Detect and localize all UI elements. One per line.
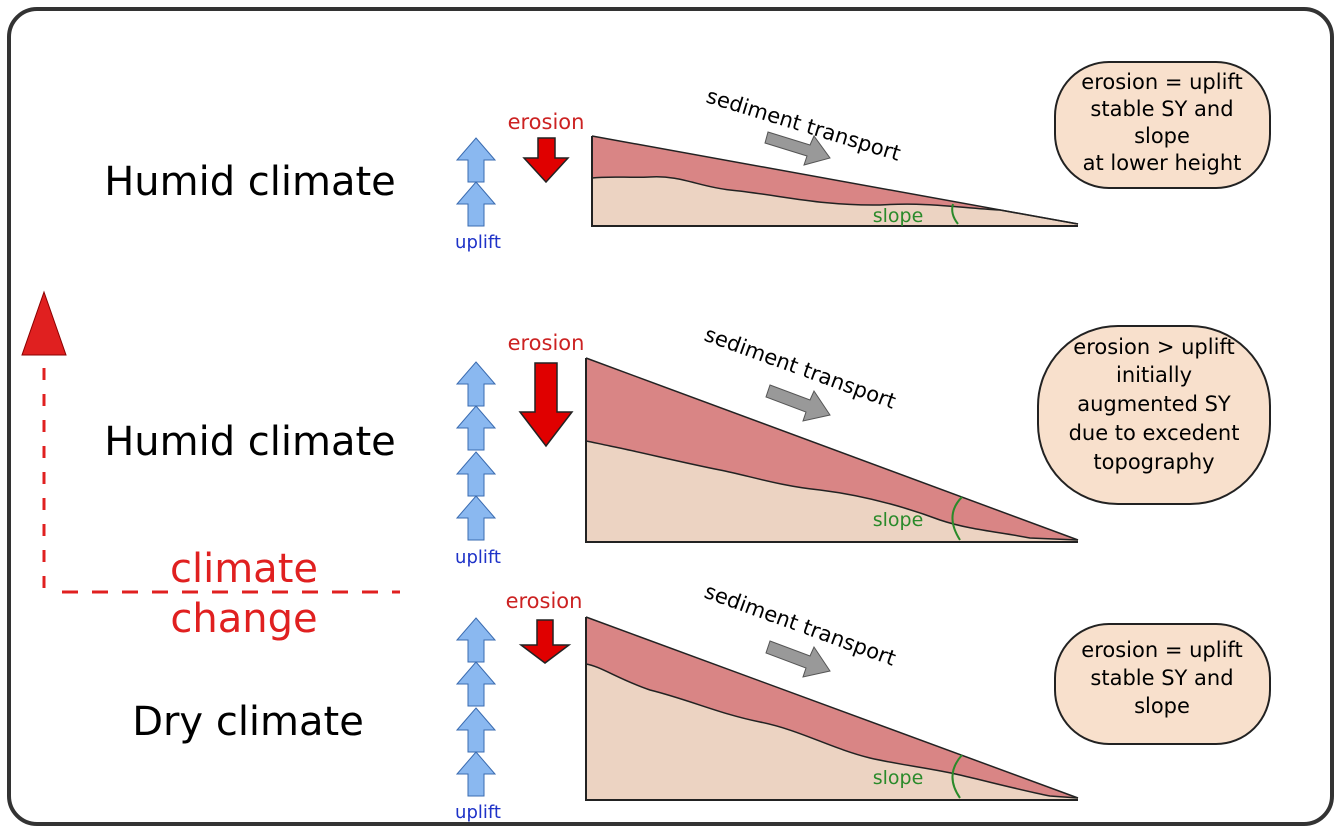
slope-angle-arc [951, 754, 963, 799]
uplift-label: uplift [455, 547, 501, 568]
uplift-label: uplift [455, 232, 501, 253]
summary-line: erosion = uplift [1081, 70, 1242, 94]
summary-line: erosion = uplift [1081, 638, 1242, 662]
summary-bubble [1037, 325, 1271, 505]
summary-line: slope [1134, 124, 1190, 148]
summary-line: initially [1116, 363, 1192, 387]
erosion-arrow-icon [518, 619, 572, 664]
slope-angle-arc [951, 496, 963, 541]
profile-axes [591, 136, 1078, 227]
summary-line: slope [1134, 694, 1190, 718]
summary-bubble [1054, 623, 1271, 745]
summary-line: erosion > uplift [1073, 335, 1234, 359]
erosion-arrow-icon [518, 362, 574, 448]
summary-bubble [1054, 61, 1271, 189]
bedrock-layer [592, 176, 1078, 226]
climate-label: Humid climate [104, 419, 396, 465]
climate-label: Dry climate [132, 699, 364, 745]
initial-surface-line [591, 135, 1079, 225]
transport-arrow-icon [765, 640, 831, 678]
uplift-label: uplift [455, 802, 501, 823]
profile-axes [585, 617, 1078, 801]
slope-label: slope [873, 767, 924, 789]
summary-line: at lower height [1083, 151, 1242, 175]
summary-line: stable SY and [1090, 666, 1233, 690]
climate-change-label: climate [170, 546, 318, 592]
initial-surface-line [585, 357, 1079, 541]
initial-surface-line [585, 616, 1079, 799]
climate-change-indicator: climate change [21, 290, 400, 642]
erosion-arrow-icon [522, 137, 570, 184]
climate-label: Humid climate [104, 159, 396, 205]
slope-angle-arc [951, 203, 959, 225]
bedrock-layer [586, 664, 1078, 800]
summary-line: stable SY and [1090, 97, 1233, 121]
transport-arrow-icon [765, 384, 831, 422]
erosion-label: erosion [506, 589, 583, 613]
slope-label: slope [873, 509, 924, 531]
profile-axes [585, 358, 1078, 543]
eroded-surface-line [591, 176, 1079, 225]
climate-change-label: change [170, 596, 317, 642]
summary-line: augmented SY [1077, 392, 1231, 416]
erosion-label: erosion [508, 110, 585, 134]
eroded-surface-line [585, 663, 1079, 799]
climate-change-arrowhead-icon [21, 290, 67, 356]
summary-line: due to excedent [1069, 421, 1240, 445]
transport-arrow-icon [764, 131, 831, 166]
summary-line: topography [1093, 450, 1214, 474]
bedrock-layer [586, 441, 1078, 542]
erosion-label: erosion [508, 331, 585, 355]
slope-label: slope [873, 205, 924, 227]
